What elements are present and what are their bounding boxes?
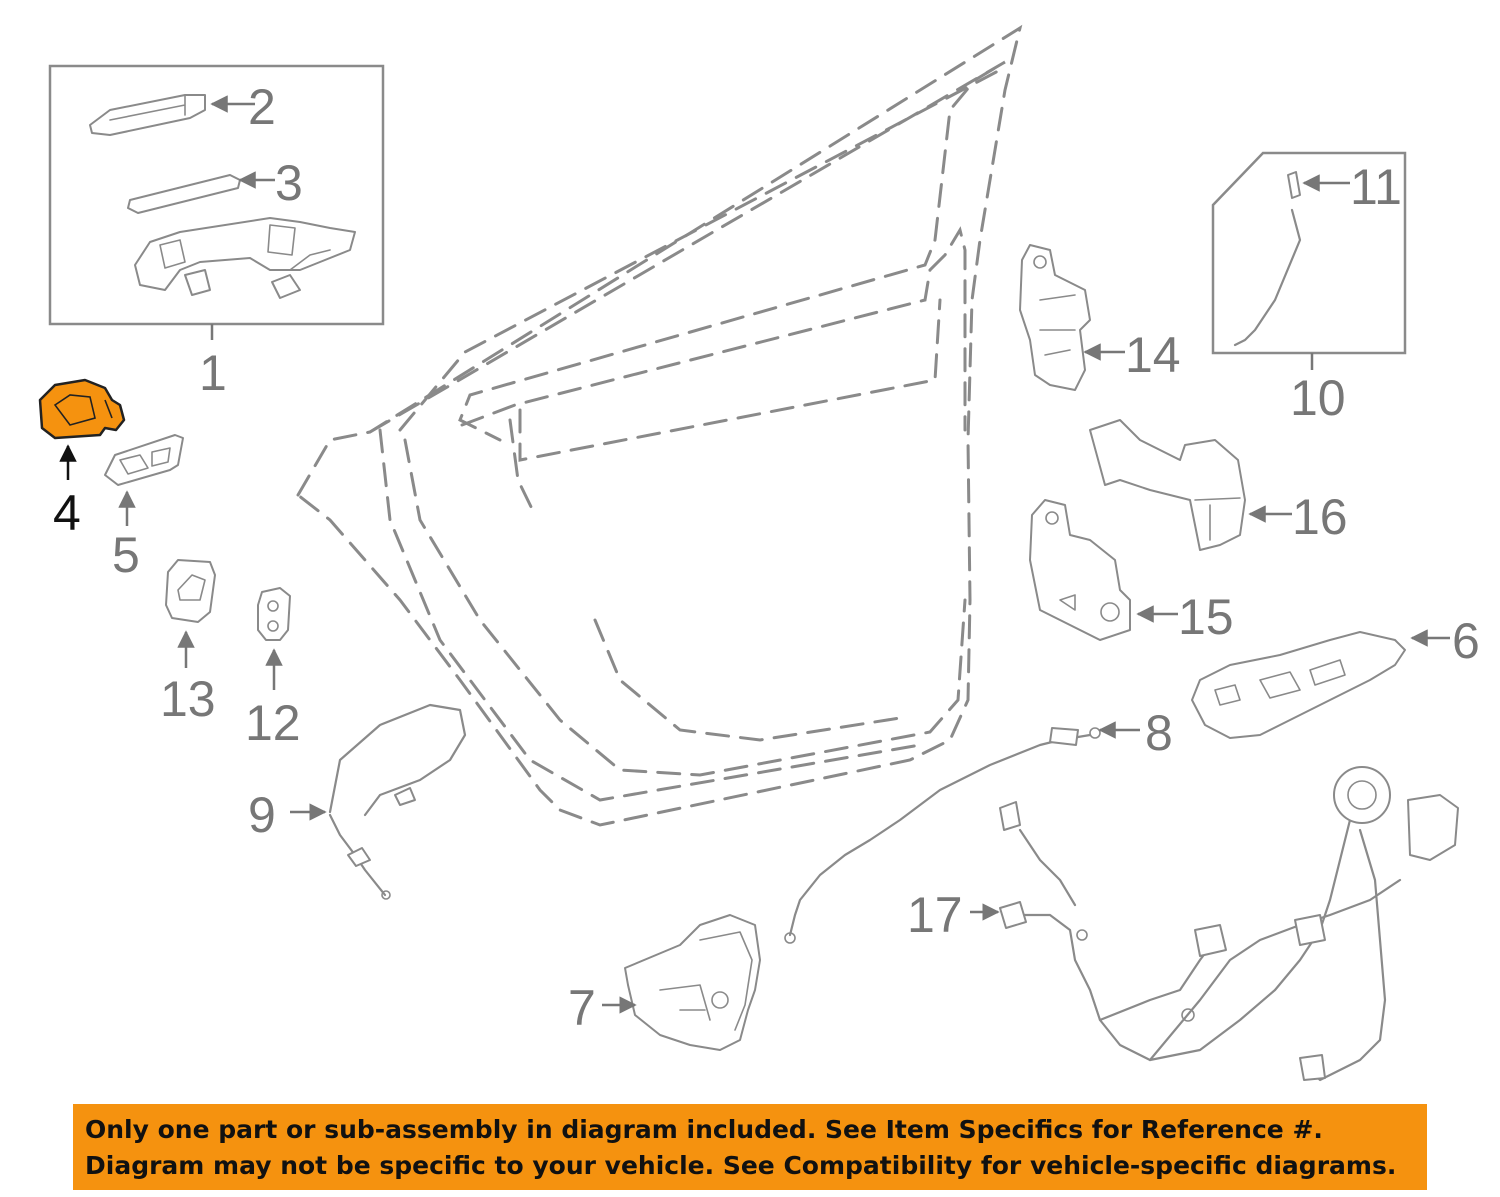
part-16: [1089, 419, 1246, 551]
door-outline: [296, 24, 1023, 827]
part-17-wiring-harness: [999, 766, 1459, 1082]
disclaimer-line-1: Only one part or sub-assembly in diagram…: [85, 1115, 1323, 1144]
part-10-rod-kit: [1211, 151, 1407, 355]
callout-6: 6: [1452, 613, 1480, 669]
callout-7: 7: [568, 980, 596, 1036]
callout-15: 15: [1178, 589, 1234, 645]
callout-17: 17: [907, 887, 963, 943]
callout-12: 12: [245, 695, 301, 751]
callout-16: 16: [1292, 489, 1348, 545]
callout-14: 14: [1125, 327, 1181, 383]
callout-10: 10: [1290, 370, 1346, 426]
part-1-outside-handle-kit: [48, 64, 385, 326]
part-14-hinge: [1019, 244, 1091, 391]
callout-8: 8: [1145, 705, 1173, 761]
part-12: [257, 587, 291, 641]
callout-4: 4: [53, 485, 81, 541]
callout-3: 3: [275, 155, 303, 211]
part-13: [165, 559, 216, 623]
part-7-latch: [624, 914, 761, 1051]
callout-13: 13: [160, 671, 216, 727]
callout-11: 11: [1350, 159, 1402, 215]
part-5-gasket: [104, 434, 184, 486]
part-9-cable: [328, 703, 467, 900]
part-6-handle-frame: [1191, 631, 1406, 739]
part-4-highlighted: [38, 378, 126, 440]
disclaimer-line-2: Diagram may not be specific to your vehi…: [85, 1151, 1397, 1180]
part-8-cable: [784, 727, 1101, 944]
callout-5: 5: [112, 527, 140, 583]
part-15-hinge: [1029, 499, 1131, 641]
callout-9: 9: [248, 787, 276, 843]
disclaimer-banner: Only one part or sub-assembly in diagram…: [73, 1104, 1427, 1190]
callout-2: 2: [248, 79, 276, 135]
callout-1: 1: [199, 345, 227, 401]
